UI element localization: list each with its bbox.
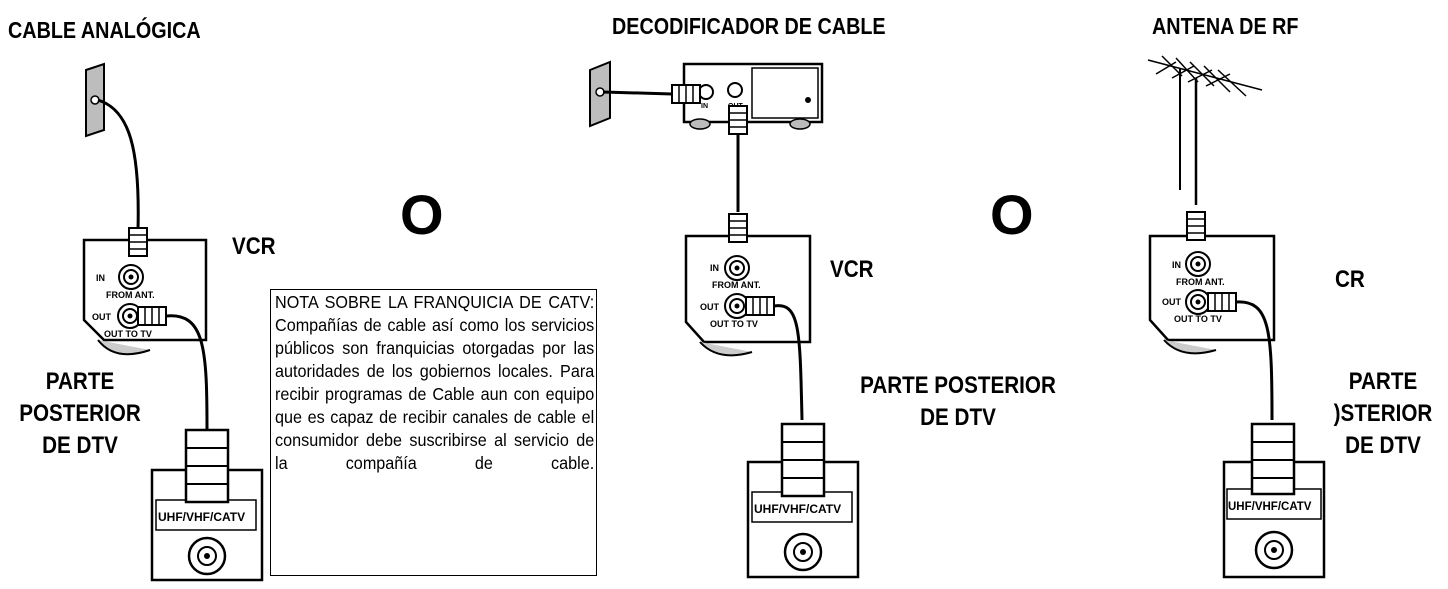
svg-text:OUT: OUT [1162,297,1182,307]
dtv-back-panel-icon: UHF/VHF/CATV [1222,422,1326,579]
svg-text:UHF/VHF/CATV: UHF/VHF/CATV [754,502,841,516]
or-separator-1: O [400,183,444,246]
svg-text:OUT TO TV: OUT TO TV [710,319,758,329]
svg-text:IN: IN [1172,260,1181,270]
svg-text:UHF/VHF/CATV: UHF/VHF/CATV [158,510,245,524]
svg-text:FROM ANT.: FROM ANT. [712,280,761,290]
dtv-back-label-2: PARTE POSTERIOR DE DTV [860,372,1056,431]
cable-decoder-box-icon: IN OUT [671,62,824,135]
dtv-back-label-3: PARTE )STERIOR DE DTV [1333,368,1433,459]
vcr-label-3: CR [1335,266,1365,293]
vcr-unit-icon: IN FROM ANT. OUT OUT TO TV [82,227,208,356]
title-rf-antenna: ANTENA DE RF [1152,13,1299,39]
svg-text:OUT TO TV: OUT TO TV [104,329,152,339]
dtv-back-panel-icon: UHF/VHF/CATV [150,428,264,582]
vcr-label-2: VCR [830,256,874,283]
vcr-unit-icon: IN FROM ANT. OUT OUT TO TV [684,213,812,357]
wall-outlet-icon [589,60,611,128]
dtv-back-label-1: PARTE POSTERIOR DE DTV [19,368,141,459]
svg-text:IN: IN [701,103,708,110]
dtv-back-panel-icon: UHF/VHF/CATV [746,422,860,579]
svg-text:OUT: OUT [700,302,720,312]
wall-outlet-icon [85,62,105,138]
or-separator-2: O [990,183,1034,246]
vcr-label-1: VCR [232,233,276,260]
analog-cable-setup: IN FROM ANT. OUT OUT TO TV UHF/VHF/CATV [82,62,264,582]
svg-text:IN: IN [710,263,719,273]
svg-text:OUT TO TV: OUT TO TV [1174,314,1222,324]
title-cable-decoder: DECODIFICADOR DE CABLE [612,13,886,39]
title-analog-cable: CABLE ANALÓGICA [8,17,201,43]
svg-text:UHF/VHF/CATV: UHF/VHF/CATV [1228,501,1312,513]
svg-text:FROM ANT.: FROM ANT. [1176,277,1225,287]
antenna-icon [1147,55,1263,190]
svg-text:OUT: OUT [92,312,112,322]
cable-decoder-setup: IN OUT IN FROM ANT. OUT OUT TO TV [589,60,860,579]
svg-text:IN: IN [96,273,105,283]
svg-text:FROM ANT.: FROM ANT. [106,290,155,300]
vcr-unit-icon: IN FROM ANT. OUT OUT TO TV [1148,211,1276,355]
catv-franchise-note: NOTA SOBRE LA FRANQUICIA DE CATV: Compañ… [270,289,597,576]
rf-antenna-setup: IN FROM ANT. OUT OUT TO TV UHF/VHF/CATV [1147,55,1326,579]
